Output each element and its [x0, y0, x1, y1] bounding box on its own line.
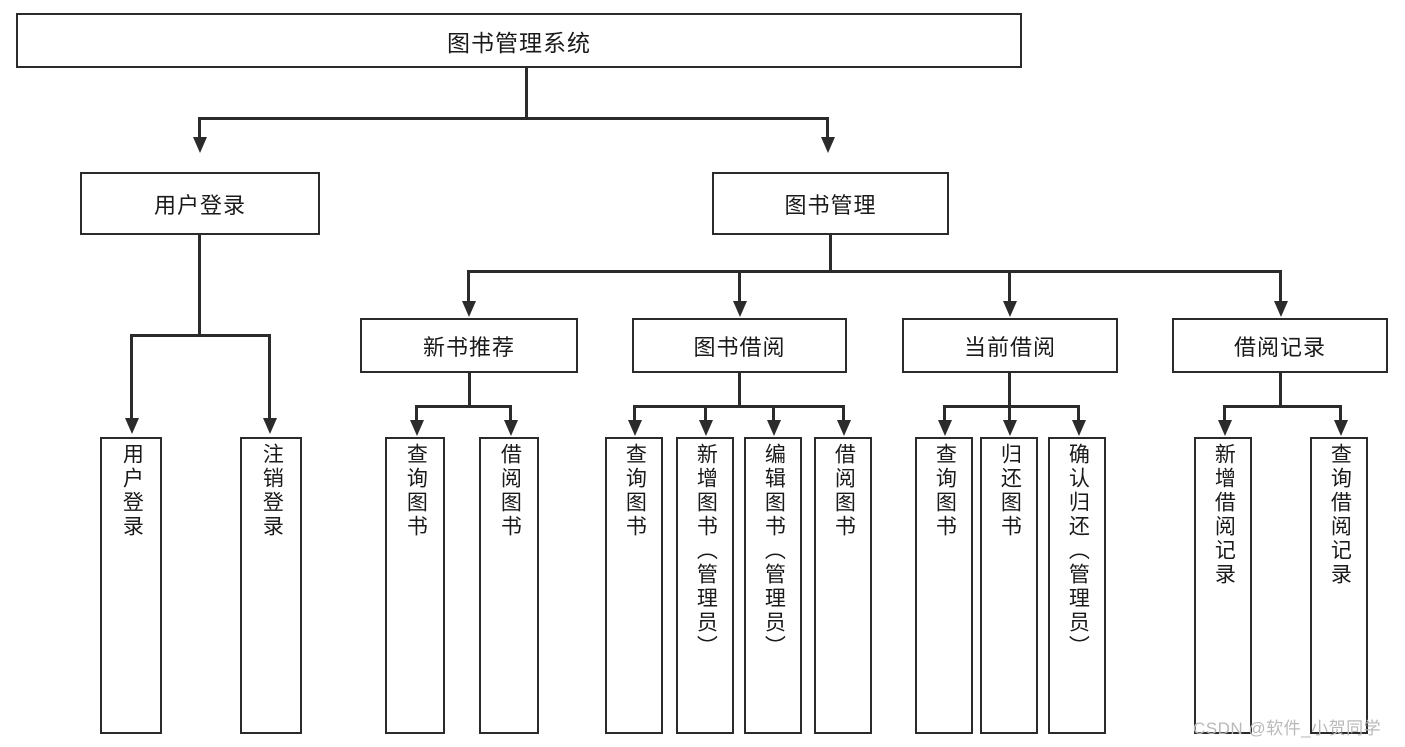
leaf-user-login[interactable]: 用户登录	[100, 437, 162, 734]
arrowhead-leaf-return-book	[1002, 420, 1017, 436]
node-root-label: 图书管理系统	[447, 29, 591, 56]
connector-cb-drop-3	[1077, 405, 1080, 421]
leaf-query-record[interactable]: 查询借阅记录	[1310, 437, 1368, 734]
connector-bb-drop-2	[704, 405, 707, 421]
connector-nbr-stem	[468, 373, 471, 406]
connector-br-bar	[1223, 405, 1339, 408]
leaf-query-book-1-label: 查询图书	[404, 443, 428, 539]
arrowhead-leaf-add-record	[1217, 420, 1232, 436]
leaf-add-book-label: 新增图书（管理员）	[694, 443, 718, 659]
node-new-book-recommend-label: 新书推荐	[422, 334, 515, 360]
connector-br-stem	[1279, 373, 1282, 406]
node-book-manage-label: 图书管理	[784, 192, 877, 218]
connector-book-manage-stem	[829, 235, 832, 271]
connector-bm-drop-2	[738, 270, 741, 302]
leaf-confirm-return[interactable]: 确认归还（管理员）	[1048, 437, 1106, 734]
connector-user-login-drop-2	[268, 334, 271, 419]
arrowhead-borrow-record	[1273, 301, 1288, 317]
connector-root-stem	[525, 68, 528, 118]
leaf-borrow-book-1-label: 借阅图书	[498, 443, 522, 539]
leaf-confirm-return-label: 确认归还（管理员）	[1066, 443, 1090, 659]
arrowhead-book-borrow	[732, 301, 747, 317]
leaf-logout[interactable]: 注销登录	[240, 437, 302, 734]
connector-bb-drop-1	[633, 405, 636, 421]
leaf-query-record-label: 查询借阅记录	[1328, 443, 1352, 587]
leaf-add-record[interactable]: 新增借阅记录	[1194, 437, 1252, 734]
arrowhead-leaf-logout	[262, 418, 277, 434]
connector-cb-drop-1	[943, 405, 946, 421]
connector-br-drop-1	[1223, 405, 1226, 421]
connector-cb-stem	[1008, 373, 1011, 406]
node-book-borrow[interactable]: 图书借阅	[632, 318, 847, 373]
arrowhead-leaf-query-book-3	[937, 420, 952, 436]
connector-bb-drop-4	[842, 405, 845, 421]
connector-nbr-bar	[415, 405, 511, 408]
connector-bb-bar	[633, 405, 844, 408]
leaf-borrow-book-1[interactable]: 借阅图书	[479, 437, 539, 734]
leaf-query-book-3-label: 查询图书	[933, 443, 957, 539]
leaf-query-book-2-label: 查询图书	[623, 443, 647, 539]
connector-br-drop-2	[1339, 405, 1342, 421]
leaf-return-book[interactable]: 归还图书	[980, 437, 1038, 734]
node-user-login[interactable]: 用户登录	[80, 172, 320, 235]
leaf-query-book-1[interactable]: 查询图书	[385, 437, 445, 734]
arrowhead-leaf-edit-book	[766, 420, 781, 436]
arrowhead-leaf-user-login	[124, 418, 139, 434]
connector-bm-drop-4	[1279, 270, 1282, 302]
leaf-add-book[interactable]: 新增图书（管理员）	[676, 437, 734, 734]
connector-cb-drop-2	[1008, 405, 1011, 421]
arrowhead-leaf-borrow-book-2	[836, 420, 851, 436]
connector-bb-drop-3	[772, 405, 775, 421]
node-new-book-recommend[interactable]: 新书推荐	[360, 318, 578, 373]
leaf-return-book-label: 归还图书	[998, 443, 1022, 539]
arrowhead-new-book-recommend	[461, 301, 476, 317]
arrowhead-leaf-add-book	[698, 420, 713, 436]
connector-book-manage-bar	[467, 270, 1279, 273]
arrowhead-leaf-query-book-2	[627, 420, 642, 436]
arrowhead-current-borrow	[1002, 301, 1017, 317]
arrowhead-leaf-query-record	[1333, 420, 1348, 436]
leaf-borrow-book-2[interactable]: 借阅图书	[814, 437, 872, 734]
node-root-system[interactable]: 图书管理系统	[16, 13, 1022, 68]
leaf-logout-label: 注销登录	[260, 443, 284, 539]
connector-root-bar	[198, 117, 828, 120]
node-current-borrow[interactable]: 当前借阅	[902, 318, 1118, 373]
leaf-add-record-label: 新增借阅记录	[1212, 443, 1236, 587]
leaf-query-book-2[interactable]: 查询图书	[605, 437, 663, 734]
connector-bm-drop-3	[1008, 270, 1011, 302]
csdn-watermark: CSDN @软件_小贺同学	[1193, 719, 1382, 738]
arrowhead-leaf-borrow-book-1	[503, 420, 518, 436]
node-current-borrow-label: 当前借阅	[963, 334, 1056, 360]
connector-user-login-bar	[130, 334, 270, 337]
node-book-borrow-label: 图书借阅	[693, 334, 786, 360]
connector-root-drop-right	[826, 117, 829, 139]
node-borrow-record[interactable]: 借阅记录	[1172, 318, 1388, 373]
node-user-login-label: 用户登录	[153, 192, 246, 218]
node-book-manage[interactable]: 图书管理	[712, 172, 949, 235]
leaf-edit-book-label: 编辑图书（管理员）	[762, 443, 786, 659]
connector-bb-stem	[738, 373, 741, 406]
connector-bm-drop-1	[467, 270, 470, 302]
node-borrow-record-label: 借阅记录	[1233, 334, 1326, 360]
connector-root-drop-left	[198, 117, 201, 139]
leaf-user-login-label: 用户登录	[120, 443, 144, 539]
connector-nbr-drop-2	[509, 405, 512, 421]
leaf-borrow-book-2-label: 借阅图书	[832, 443, 856, 539]
leaf-edit-book[interactable]: 编辑图书（管理员）	[744, 437, 802, 734]
connector-user-login-drop-1	[130, 334, 133, 419]
leaf-query-book-3[interactable]: 查询图书	[915, 437, 973, 734]
connector-user-login-stem	[198, 235, 201, 335]
connector-nbr-drop-1	[415, 405, 418, 421]
arrowhead-leaf-query-book-1	[409, 420, 424, 436]
arrowhead-leaf-confirm-return	[1071, 420, 1086, 436]
arrowhead-user-login	[192, 137, 207, 153]
arrowhead-book-manage	[820, 137, 835, 153]
